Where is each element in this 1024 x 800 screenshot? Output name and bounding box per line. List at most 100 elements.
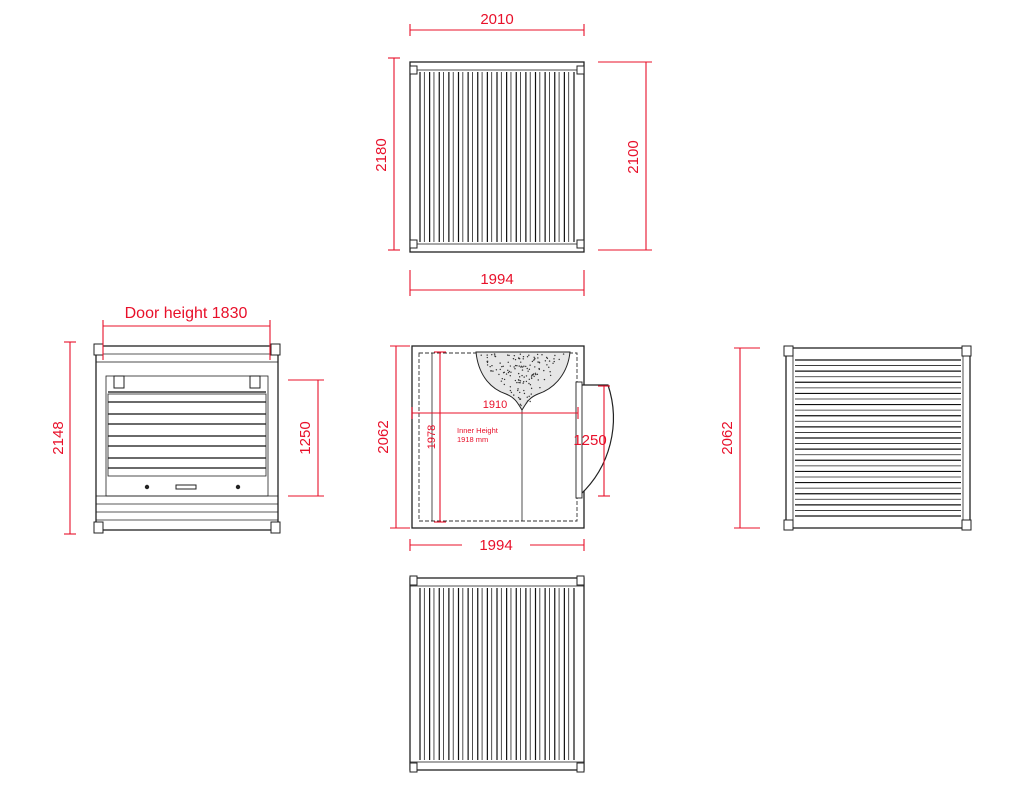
speckle	[533, 359, 535, 361]
speckle	[509, 389, 512, 392]
speckle	[508, 354, 510, 357]
speckle	[536, 373, 539, 376]
corner-fitting	[270, 521, 281, 534]
speckle	[534, 366, 536, 368]
side-view-ribs	[795, 359, 961, 517]
corner-fitting	[270, 343, 281, 356]
speckle	[525, 365, 527, 368]
speckle	[549, 374, 552, 377]
front-view-body	[95, 345, 279, 531]
dim-top-right-height: 2100	[625, 140, 642, 173]
dim-front-height: 2148	[50, 421, 67, 454]
speckle	[537, 361, 539, 363]
speckle	[498, 373, 500, 376]
speckle	[553, 360, 555, 363]
speckle	[519, 380, 522, 382]
speckle	[491, 353, 493, 356]
hinge	[113, 375, 125, 389]
speckle	[538, 368, 541, 371]
speckle	[528, 395, 530, 398]
speckle	[525, 375, 528, 377]
speckle	[523, 380, 525, 383]
speckle	[525, 402, 528, 404]
speckle	[536, 353, 539, 356]
speckle	[529, 364, 531, 366]
corner-fitting	[576, 239, 585, 249]
speckle	[523, 365, 525, 367]
speckle	[518, 376, 521, 378]
speckle	[512, 358, 515, 360]
speckle	[558, 358, 560, 361]
corner-fitting	[576, 762, 585, 773]
door-lock-bolt	[144, 484, 150, 490]
speckle	[544, 360, 547, 362]
speckle	[519, 353, 522, 355]
speckle	[510, 371, 512, 373]
corner-fitting	[961, 345, 972, 357]
speckle	[500, 380, 503, 382]
speckle	[522, 356, 525, 358]
speckle	[522, 382, 524, 384]
speckle	[486, 364, 489, 366]
speckle	[507, 371, 510, 374]
speckle	[509, 374, 511, 377]
speckle	[543, 369, 545, 372]
speckle	[553, 358, 555, 360]
speckle	[523, 376, 525, 378]
speckle	[526, 356, 529, 358]
side-view: 2062	[719, 345, 972, 531]
front-view: Door height 1830 2148 1250	[50, 305, 324, 535]
speckle	[518, 357, 520, 360]
speckle	[499, 368, 501, 371]
dim-side-height: 2062	[719, 421, 736, 454]
speckle	[517, 388, 519, 390]
speckle	[546, 357, 549, 360]
speckle	[513, 354, 516, 357]
speckle	[530, 377, 533, 380]
speckle	[529, 383, 532, 386]
speckle	[554, 354, 556, 357]
corner-fitting	[576, 65, 585, 75]
speckle	[528, 382, 530, 385]
speckle	[494, 355, 496, 357]
speckle	[562, 353, 565, 355]
speckle	[548, 366, 550, 368]
speckle	[499, 362, 501, 364]
speckle	[525, 380, 528, 383]
speckle	[533, 358, 536, 360]
corner-fitting	[783, 345, 794, 357]
speckle	[495, 369, 498, 371]
speckle	[489, 365, 491, 368]
door-handle	[175, 484, 197, 490]
speckle	[514, 358, 517, 361]
speckle	[513, 394, 515, 396]
corner-fitting	[576, 575, 585, 586]
speckle	[531, 360, 534, 363]
speckle	[516, 381, 518, 384]
dim-top-left-height: 2180	[373, 138, 390, 171]
speckle	[529, 400, 531, 403]
dim-plan-door: 1250	[573, 432, 606, 449]
dim-top-width: 2010	[480, 11, 513, 28]
dim-plan-inner-width: 1910	[483, 399, 507, 411]
dim-door-height: Door height 1830	[125, 305, 248, 322]
plan-view: 1910 Inner Height 1918 mm 1978 1250 2062…	[375, 345, 614, 554]
speckle	[520, 366, 522, 368]
speckle	[530, 393, 532, 395]
fixture-texture	[480, 353, 565, 407]
speckle	[537, 357, 539, 359]
speckle	[517, 396, 520, 399]
speckle	[527, 370, 529, 372]
speckle	[519, 398, 522, 400]
speckle	[521, 374, 523, 377]
speckle	[534, 372, 537, 374]
speckle	[517, 389, 519, 392]
corner-fitting	[783, 519, 794, 531]
speckle	[502, 365, 504, 368]
speckle	[486, 360, 488, 363]
corner-fitting	[961, 519, 972, 531]
speckle	[517, 379, 520, 381]
speckle	[526, 396, 528, 398]
speckle	[507, 361, 509, 363]
speckle	[513, 366, 515, 368]
